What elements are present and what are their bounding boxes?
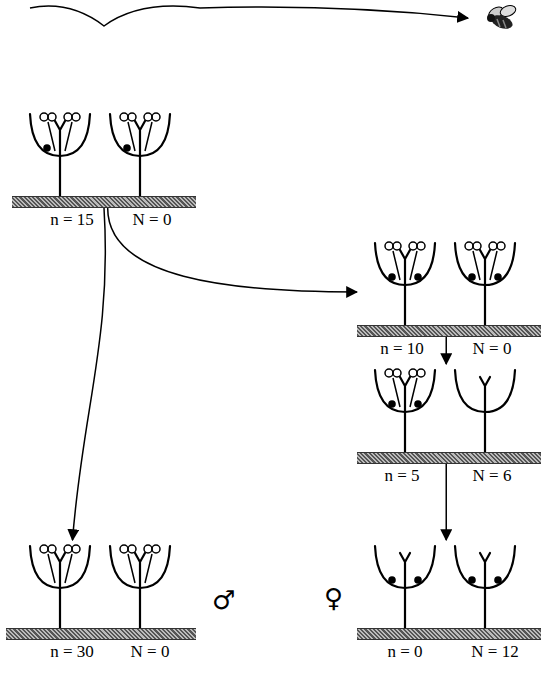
count-label: N = 12 [471, 642, 518, 662]
count-label: n = 15 [50, 210, 94, 230]
plant-group: n = 10N = 0 [357, 237, 541, 337]
ground-band [12, 196, 196, 208]
count-label: n = 5 [384, 466, 419, 486]
sex-symbol: ♀ [324, 584, 343, 612]
bee-icon [487, 4, 518, 32]
count-label: n = 10 [380, 339, 424, 359]
flow-arrow [445, 337, 447, 364]
count-label: n = 30 [50, 642, 94, 662]
plant-group: n = 0N = 12 [357, 540, 541, 640]
flow-arrow [108, 208, 357, 292]
plant-group: n = 30N = 0 [6, 540, 196, 640]
count-label: N = 0 [131, 642, 170, 662]
plant-group: n = 5N = 6 [357, 364, 541, 464]
flow-arrow [445, 464, 447, 540]
count-label: N = 0 [473, 339, 512, 359]
ground-band [357, 452, 541, 464]
ground-band [357, 325, 541, 337]
ground-band [6, 628, 196, 640]
count-label: N = 6 [473, 466, 512, 486]
flow-arrow [73, 208, 106, 540]
count-label: n = 0 [387, 642, 422, 662]
ground-band [357, 628, 541, 640]
plant-group: n = 15N = 0 [12, 108, 196, 208]
count-label: N = 0 [133, 210, 172, 230]
sex-symbol: ♂ [212, 586, 235, 614]
